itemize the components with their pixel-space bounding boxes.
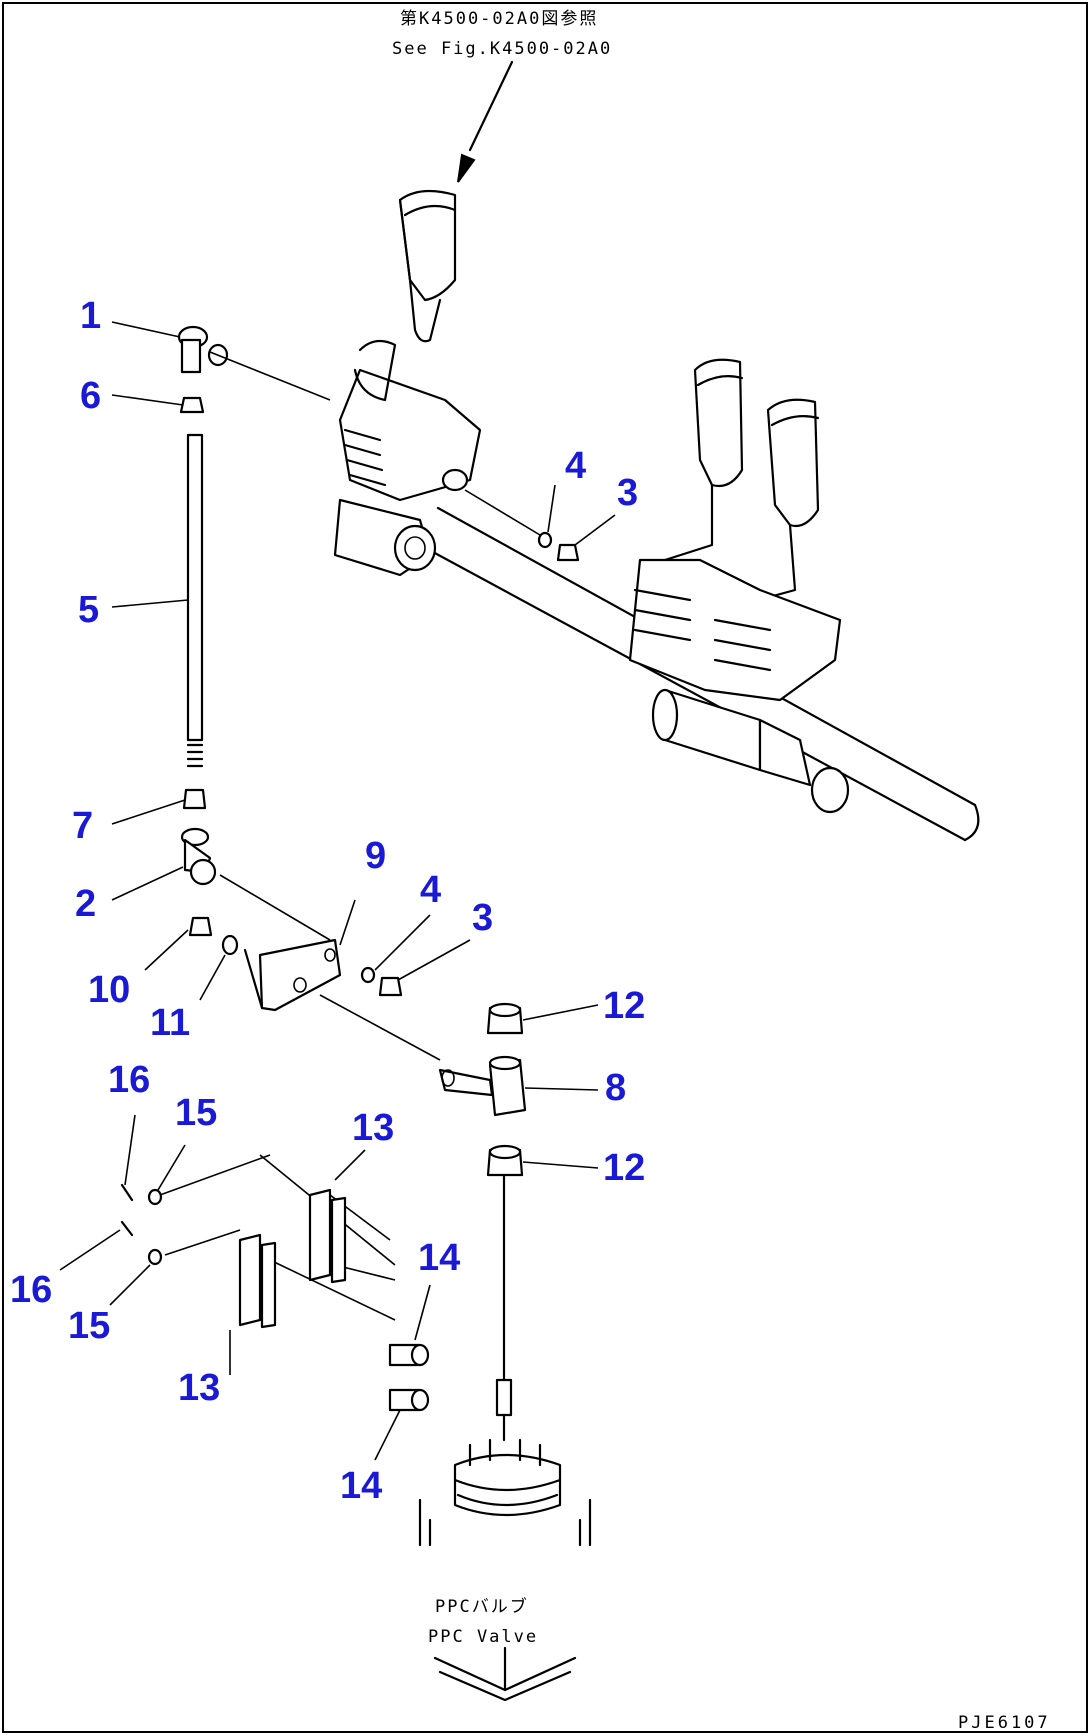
callout-2: 2 [75, 883, 96, 925]
callout-11: 11 [150, 1002, 190, 1044]
callout-12-upper: 12 [603, 985, 645, 1027]
callout-15-lower: 15 [68, 1305, 110, 1347]
rod-assembly [120, 325, 592, 1547]
callout-3-lower: 3 [472, 897, 493, 939]
callout-3-upper: 3 [617, 472, 638, 514]
reference-jp-bottom: PPCバルブ [435, 1596, 529, 1617]
callout-14-lower: 14 [340, 1465, 382, 1507]
callout-6: 6 [80, 375, 101, 417]
callout-1: 1 [80, 295, 101, 337]
reference-bracket-bottom [433, 1656, 577, 1702]
callout-13-upper: 13 [352, 1107, 394, 1149]
callout-8: 8 [605, 1067, 626, 1109]
callout-10: 10 [88, 969, 130, 1011]
reference-en-bottom: PPC Valve [428, 1627, 538, 1647]
callout-14-upper: 14 [418, 1237, 460, 1279]
callout-5: 5 [78, 589, 99, 631]
reference-arrow-top [468, 60, 514, 152]
reference-arrowhead-top [457, 153, 476, 183]
callout-13-lower: 13 [178, 1367, 220, 1409]
callout-15-upper: 15 [175, 1092, 217, 1134]
callout-leaders [59, 321, 616, 1461]
reference-en-top: See Fig.K4500-02A0 [392, 39, 612, 59]
callout-4-lower: 4 [420, 869, 441, 911]
callout-16-lower: 16 [10, 1269, 52, 1311]
callout-4-upper: 4 [565, 445, 586, 487]
drawing-code: PJE6107 [958, 1713, 1051, 1733]
callout-9: 9 [365, 835, 386, 877]
callout-7: 7 [72, 805, 93, 847]
callout-16-upper: 16 [108, 1059, 150, 1101]
callout-12-lower: 12 [603, 1147, 645, 1189]
lever-assembly [333, 189, 980, 842]
reference-jp-top: 第K4500-02A0図参照 [400, 9, 598, 29]
